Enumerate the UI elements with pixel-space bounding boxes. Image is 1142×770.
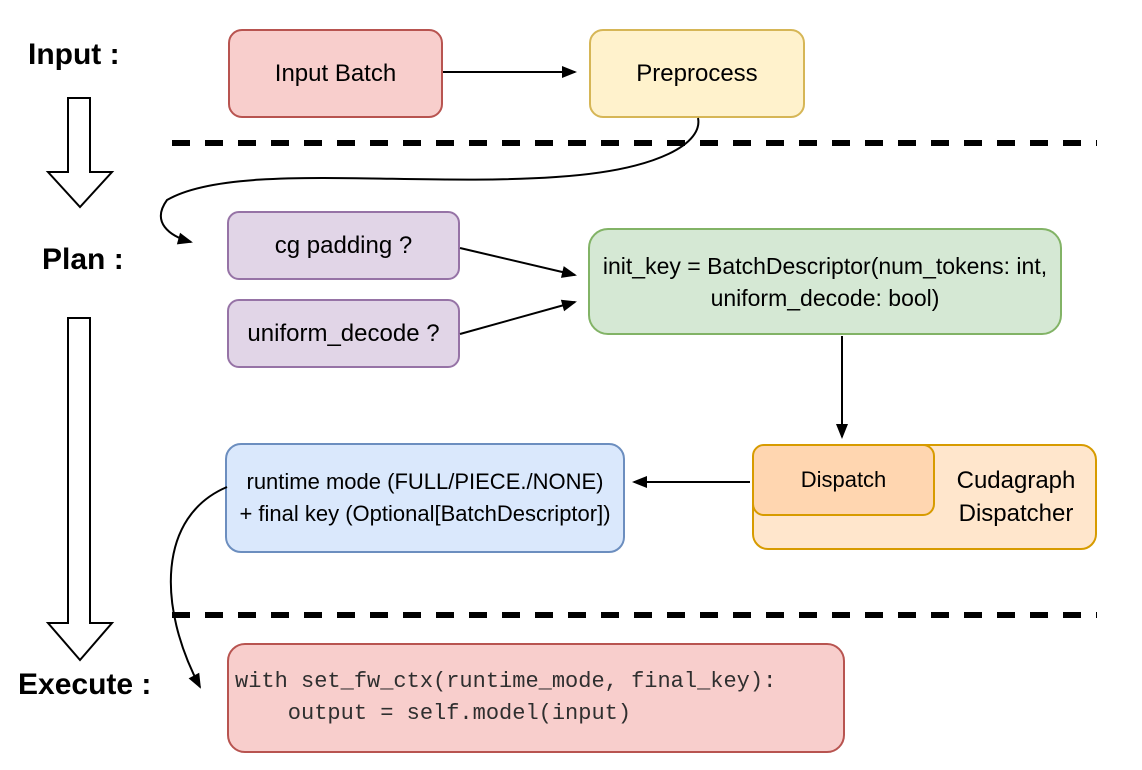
node-dispatch: Dispatch (752, 444, 935, 516)
node-cg-padding: cg padding ? (227, 211, 460, 280)
node-runtime-mode-line1: runtime mode (FULL/PIECE./NONE) (246, 469, 604, 494)
connector-uniformdecode-initkey (459, 299, 577, 335)
stage-label-plan: Plan : (42, 243, 124, 276)
node-init-key: init_key = BatchDescriptor(num_tokens: i… (588, 228, 1062, 335)
node-runtime-mode: runtime mode (FULL/PIECE./NONE) + final … (225, 443, 625, 553)
node-cg-padding-label: cg padding ? (274, 231, 413, 259)
node-runtime-mode-line2: + final key (Optional[BatchDescriptor]) (239, 501, 611, 526)
node-uniform-decode-label: uniform_decode ? (247, 319, 440, 347)
node-dispatch-label: Dispatch (800, 467, 887, 492)
stage-label-input: Input : (28, 38, 120, 71)
node-execute-code: with set_fw_ctx(runtime_mode, final_key)… (227, 643, 845, 753)
stage-arrow-input-to-plan (45, 97, 115, 209)
connector-cgpadding-initkey (459, 247, 577, 278)
connector-runtimemode-executecode (169, 486, 228, 689)
stage-arrow-plan-to-execute (45, 317, 115, 662)
execute-code-line2: output = self.model(input) (235, 701, 632, 726)
node-input-batch: Input Batch (228, 29, 443, 118)
execute-code-line1: with set_fw_ctx(runtime_mode, final_key)… (235, 669, 777, 694)
node-init-key-line1: init_key = BatchDescriptor(num_tokens: i… (602, 252, 1048, 279)
node-preprocess: Preprocess (589, 29, 805, 118)
node-init-key-line2: uniform_decode: bool) (710, 284, 940, 311)
stage-label-execute: Execute : (18, 668, 152, 701)
node-preprocess-label: Preprocess (636, 59, 758, 87)
node-cudagraph-dispatcher-label: Cudagraph Dispatcher (956, 467, 1076, 527)
node-uniform-decode: uniform_decode ? (227, 299, 460, 368)
node-input-batch-label: Input Batch (274, 59, 397, 87)
